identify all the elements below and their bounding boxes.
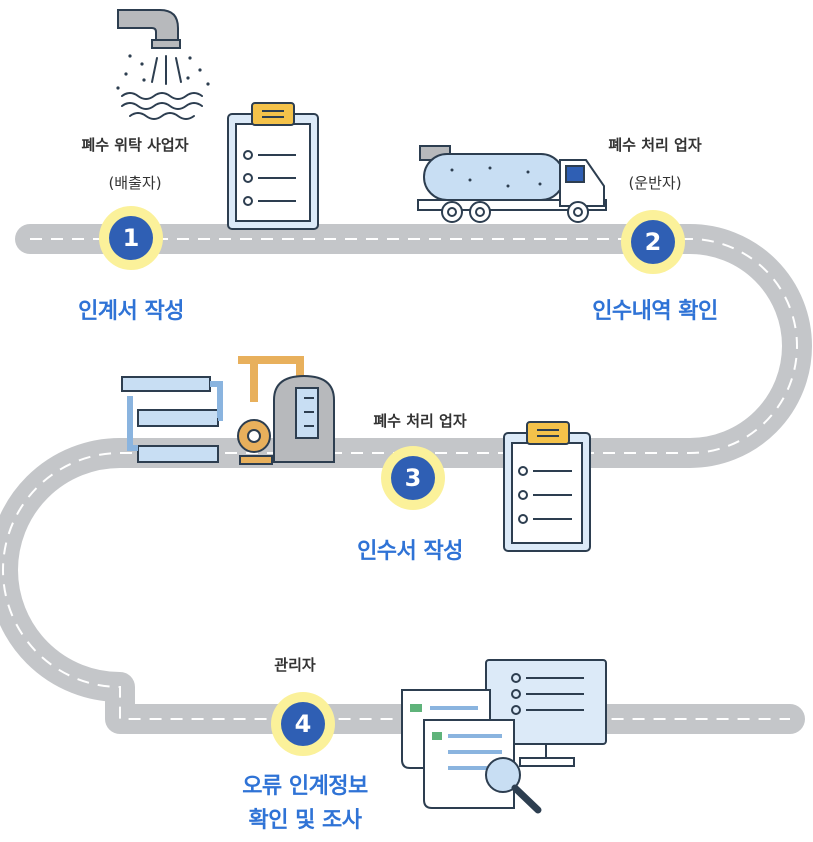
- step-1-actor-sub: (배출자): [108, 174, 162, 192]
- tanker-truck-icon: [417, 145, 607, 223]
- step-1-badge: 1: [99, 206, 163, 270]
- step-2-title: 인수내역 확인: [592, 299, 718, 324]
- clipboard-checklist-icon: [227, 102, 319, 230]
- step-2-badge: 2: [621, 210, 685, 274]
- treatment-plant-icon: [121, 356, 335, 465]
- step-1-title: 인계서 작성: [78, 299, 184, 324]
- step-4-number: 4: [281, 702, 325, 746]
- step-4-badge: 4: [271, 692, 335, 756]
- faucet-wastewater-icon: [116, 9, 210, 120]
- step-3-number: 3: [391, 456, 435, 500]
- step-1-number: 1: [109, 216, 153, 260]
- step-1-actor: 폐수 위탁 사업자: [81, 136, 189, 154]
- step-4-title-line2: 확인 및 조사: [248, 808, 362, 833]
- clipboard-checklist-icon-3: [503, 421, 591, 552]
- step-2-number: 2: [631, 220, 675, 264]
- road: [0, 224, 812, 734]
- step-3-badge: 3: [381, 446, 445, 510]
- step-3-title: 인수서 작성: [357, 539, 463, 564]
- step-3-actor: 폐수 처리 업자: [373, 412, 467, 430]
- documents-monitor-search-icon: [401, 659, 607, 814]
- step-4-actor: 관리자: [274, 656, 316, 674]
- step-2-actor-sub: (운반자): [628, 174, 682, 192]
- step-4-title-line1: 오류 인계정보: [242, 774, 368, 799]
- step-2-actor: 폐수 처리 업자: [608, 136, 702, 154]
